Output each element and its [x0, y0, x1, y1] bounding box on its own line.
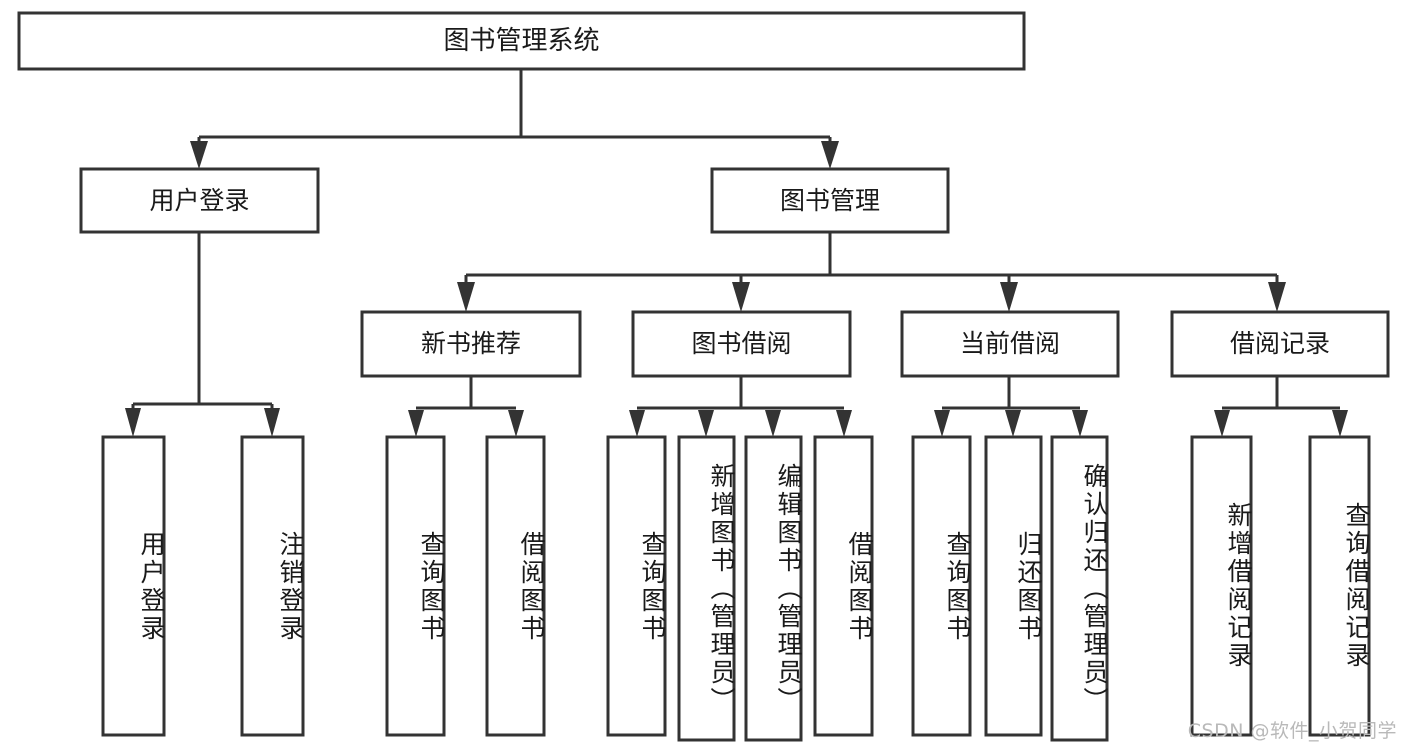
node-box-user-login[interactable] — [79, 167, 320, 234]
arrowhead-leaf-query-book-3 — [934, 410, 950, 437]
node-box-new-book-recommend[interactable] — [360, 310, 582, 378]
node-box-leaf-return-book[interactable] — [984, 435, 1043, 737]
node-box-leaf-add-book[interactable] — [677, 435, 736, 742]
node-box-leaf-query-book-2[interactable] — [606, 435, 667, 737]
node-box-borrow-record[interactable] — [1170, 310, 1390, 378]
arrowhead-leaf-user-logout — [264, 408, 280, 437]
node-box-book-manage[interactable] — [710, 167, 950, 234]
arrowhead-book-manage — [821, 141, 839, 169]
arrowhead-leaf-confirm-return — [1072, 410, 1088, 437]
node-box-leaf-query-book-1[interactable] — [385, 435, 446, 737]
node-box-root[interactable] — [17, 11, 1026, 71]
node-box-leaf-user-login[interactable] — [101, 435, 166, 737]
arrowhead-new-book-recommend — [457, 282, 475, 312]
node-box-leaf-edit-book[interactable] — [744, 435, 803, 742]
node-box-book-borrow[interactable] — [631, 310, 852, 378]
node-box-leaf-user-logout[interactable] — [240, 435, 305, 737]
node-box-leaf-query-record[interactable] — [1308, 435, 1371, 737]
arrowhead-leaf-user-login — [125, 408, 141, 437]
node-box-leaf-add-record[interactable] — [1190, 435, 1253, 737]
node-box-leaf-borrow-book-1[interactable] — [485, 435, 546, 737]
arrowhead-leaf-add-record — [1214, 410, 1230, 437]
arrowhead-leaf-borrow-book-1 — [508, 410, 524, 437]
arrowhead-leaf-return-book — [1005, 410, 1021, 437]
arrowhead-leaf-edit-book — [765, 410, 781, 437]
arrowhead-current-borrow — [1000, 282, 1018, 312]
arrowhead-leaf-borrow-book-2 — [836, 410, 852, 437]
arrowhead-book-borrow — [732, 282, 750, 312]
arrowhead-leaf-query-book-1 — [408, 410, 424, 437]
node-box-leaf-query-book-3[interactable] — [911, 435, 972, 737]
arrowhead-borrow-record — [1268, 282, 1286, 312]
arrowhead-leaf-query-book-2 — [629, 410, 645, 437]
arrowhead-leaf-query-record — [1332, 410, 1348, 437]
arrowhead-leaf-add-book — [698, 410, 714, 437]
node-box-leaf-confirm-return[interactable] — [1050, 435, 1109, 742]
node-box-current-borrow[interactable] — [900, 310, 1120, 378]
node-box-leaf-borrow-book-2[interactable] — [813, 435, 874, 737]
arrowhead-user-login — [190, 141, 208, 169]
